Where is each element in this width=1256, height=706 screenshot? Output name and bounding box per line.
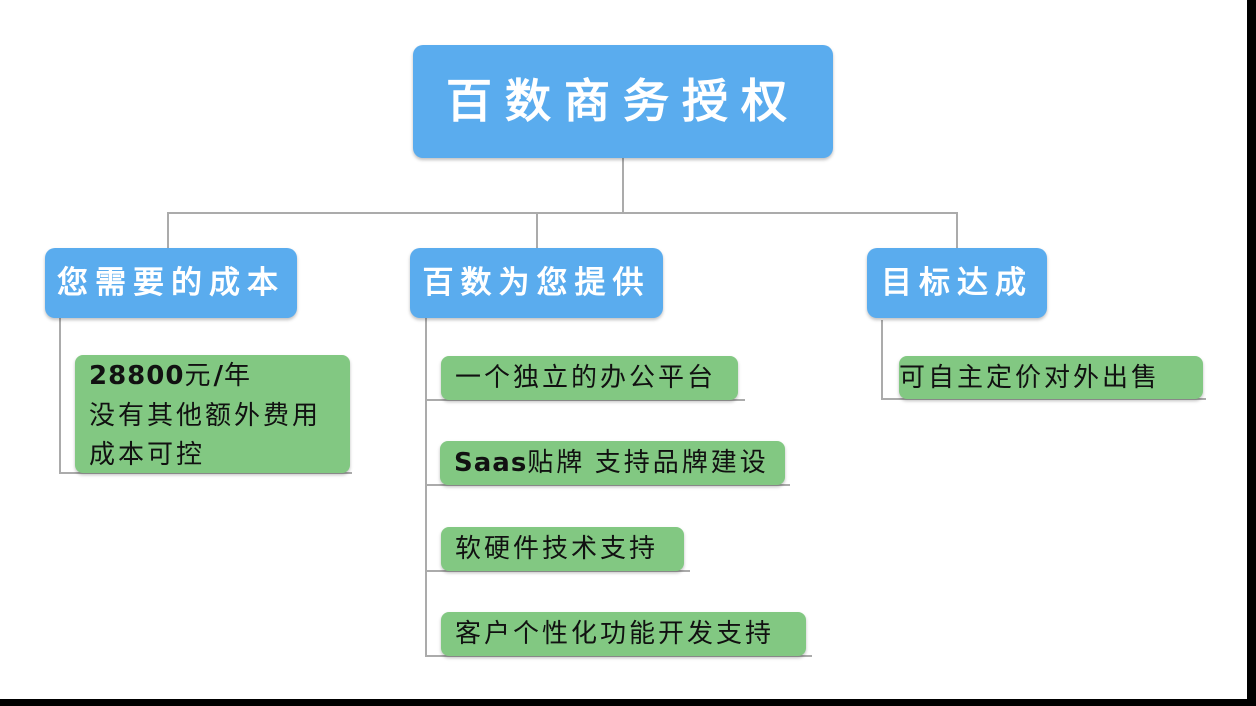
connector-drop-provides <box>536 212 538 248</box>
connector-cost-stub <box>59 472 352 474</box>
cost-price-slash: / <box>213 361 224 391</box>
connector-level2-crossbar <box>167 212 958 214</box>
root-node-business-authorization[interactable]: 百数商务授权 <box>413 45 833 158</box>
saas-prefix: Saas <box>454 448 528 478</box>
leaf-node-independent-platform[interactable]: 一个独立的办公平台 <box>441 356 738 400</box>
connector-provides-stub-4 <box>425 655 812 657</box>
connector-provides-stub-3 <box>425 570 690 572</box>
connector-cost-trunk <box>59 318 61 474</box>
saas-text: 贴牌 支持品牌建设 <box>527 448 769 477</box>
connector-goal-trunk <box>881 320 883 400</box>
connector-goal-stub <box>881 398 1206 400</box>
leaf-node-tech-support[interactable]: 软硬件技术支持 <box>441 527 684 571</box>
connector-drop-cost <box>167 212 169 248</box>
connector-provides-trunk <box>425 318 427 657</box>
cost-price-amount: 28800 <box>89 361 185 391</box>
leaf-node-custom-dev-support[interactable]: 客户个性化功能开发支持 <box>441 612 806 656</box>
connector-drop-goal <box>956 212 958 248</box>
bottom-frame-bar <box>0 699 1256 706</box>
connector-root-stem <box>622 158 624 213</box>
branch-node-provides[interactable]: 百数为您提供 <box>410 248 663 318</box>
leaf-node-saas-branding[interactable]: Saas贴牌 支持品牌建设 <box>440 441 785 485</box>
right-frame-bar <box>1247 0 1256 706</box>
cost-no-extra-fee-line: 没有其他额外费用 <box>89 401 322 430</box>
cost-controllable-line: 成本可控 <box>89 440 206 469</box>
branch-node-goal[interactable]: 目标达成 <box>867 248 1047 318</box>
cost-price-yuan: 元 <box>184 361 214 390</box>
leaf-node-cost-detail[interactable]: 28800元/年 没有其他额外费用 成本可控 <box>75 355 350 473</box>
connector-provides-stub-1 <box>425 399 745 401</box>
branch-node-cost[interactable]: 您需要的成本 <box>45 248 297 318</box>
leaf-node-resell-pricing[interactable]: 可自主定价对外出售 <box>899 356 1203 399</box>
cost-price-line: 28800元/年 <box>89 356 350 396</box>
cost-price-year: 年 <box>223 361 253 390</box>
connector-provides-stub-2 <box>425 484 790 486</box>
